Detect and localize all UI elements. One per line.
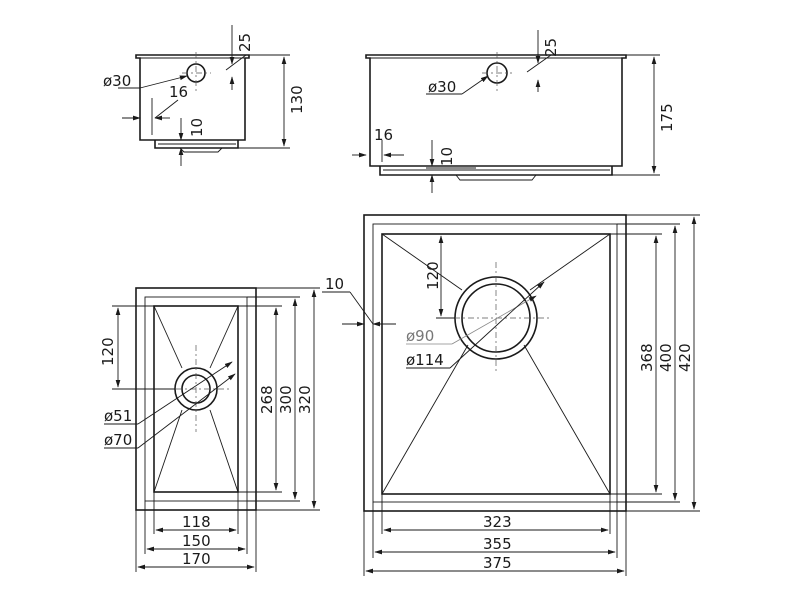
large-plan-drain-offset-label: 120 (424, 261, 442, 290)
large-plan-mid-width-label: 355 (483, 535, 512, 553)
large-plan-view: 10 120 ø90 ø114 368 400 420 323 355 375 (322, 214, 700, 576)
small-plan-inner-height-label: 268 (258, 385, 276, 414)
large-side-hole-offset-label: 25 (542, 38, 560, 57)
large-side-view: ø30 25 16 10 175 (352, 30, 676, 193)
small-side-step-label: 10 (188, 118, 206, 137)
large-plan-inner-height-label: 368 (638, 343, 656, 372)
small-plan-outer-width-label: 170 (182, 550, 211, 568)
large-plan-drain-outer-diameter-label: ø114 (406, 351, 444, 369)
large-side-flange-label: 16 (374, 126, 393, 144)
small-plan-drain-offset-label: 120 (99, 337, 117, 366)
large-side-height-label: 175 (658, 103, 676, 132)
small-plan-inner-width-label: 118 (182, 513, 211, 531)
small-side-view: ø30 25 16 10 130 (103, 25, 306, 166)
small-plan-drain-inner-diameter-label: ø51 (104, 407, 132, 425)
large-side-hole-diameter-label: ø30 (428, 78, 456, 96)
large-plan-inner-width-label: 323 (483, 513, 512, 531)
large-plan-mid-height-label: 400 (657, 343, 675, 372)
small-plan-mid-height-label: 300 (277, 385, 295, 414)
large-side-step-label: 10 (438, 147, 456, 166)
small-side-height-label: 130 (288, 85, 306, 114)
large-plan-outer-width-label: 375 (483, 554, 512, 572)
small-side-flange-label: 16 (169, 83, 188, 101)
small-plan-view: 120 ø51 ø70 268 300 320 118 150 170 (99, 287, 320, 572)
large-plan-outer-height-label: 420 (676, 343, 694, 372)
small-plan-drain-outer-diameter-label: ø70 (104, 431, 132, 449)
large-plan-rim-label: 10 (325, 275, 344, 293)
small-plan-outer-height-label: 320 (296, 385, 314, 414)
small-side-hole-diameter-label: ø30 (103, 72, 131, 90)
small-plan-mid-width-label: 150 (182, 532, 211, 550)
large-plan-drain-inner-diameter-label: ø90 (406, 327, 434, 345)
small-side-hole-offset-label: 25 (236, 33, 254, 52)
